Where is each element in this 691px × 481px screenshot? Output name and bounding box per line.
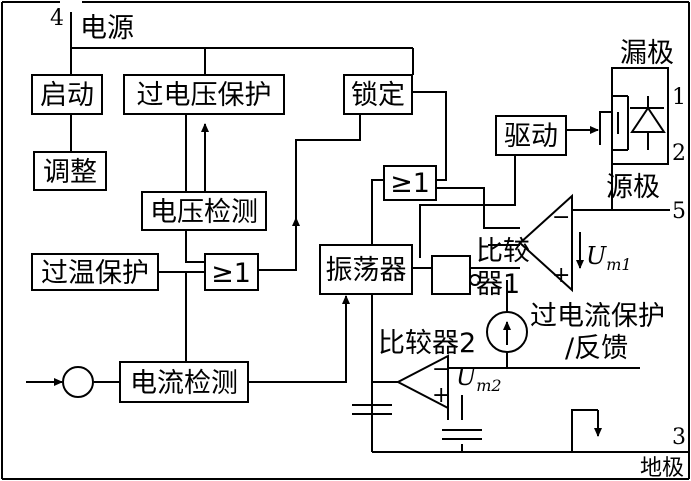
comparator2-opamp: − + xyxy=(395,354,450,410)
pin-ground: 3 xyxy=(672,425,686,450)
pin-source: 5 xyxy=(672,199,686,224)
ground-label: 地极 xyxy=(640,456,684,481)
voltage-detect-label: 电压检测 xyxy=(150,197,258,228)
pin-drain-bottom: 2 xyxy=(672,141,686,166)
pin-drain-top: 1 xyxy=(672,85,686,110)
or-gate-left-label: ≥1 xyxy=(211,258,251,289)
block-over-temp-protect: 过温保护 xyxy=(31,253,159,291)
source-label: 源极 xyxy=(606,172,660,203)
startup-label: 启动 xyxy=(40,80,94,111)
oscillator-label: 振荡器 xyxy=(326,255,407,286)
block-startup: 启动 xyxy=(31,74,103,115)
mosfet-box xyxy=(611,67,669,165)
overvoltage-protect-label: 过电压保护 xyxy=(137,80,272,111)
comparator2-plus: + xyxy=(432,383,450,408)
current-sensor-icon xyxy=(62,366,94,398)
um1-label: Um1 xyxy=(586,242,632,274)
adjust-label: 调整 xyxy=(43,157,97,188)
drive-label: 驱动 xyxy=(504,121,558,152)
or-gate-top: ≥1 xyxy=(383,165,437,201)
or-gate-left: ≥1 xyxy=(204,253,259,291)
current-detect-label: 电流检测 xyxy=(130,368,238,399)
block-drive: 驱动 xyxy=(495,115,567,156)
block-current-detect: 电流检测 xyxy=(119,361,249,403)
comparator1-label-b: 器1 xyxy=(476,269,520,300)
um2-label: Um2 xyxy=(456,363,502,395)
comparator1-opamp: − + xyxy=(518,193,573,293)
pin-power: 4 xyxy=(50,6,64,31)
comparator2-label: 比较器2 xyxy=(378,328,476,359)
power-label: 电源 xyxy=(80,13,134,44)
block-overvoltage-protect: 过电压保护 xyxy=(123,74,285,115)
over-temp-protect-label: 过温保护 xyxy=(41,258,149,289)
comparator2-minus: − xyxy=(432,357,450,382)
capacitor-right xyxy=(442,429,482,440)
block-voltage-detect: 电压检测 xyxy=(141,191,267,231)
or-gate-top-label: ≥1 xyxy=(390,168,430,199)
capacitor-left xyxy=(352,404,392,415)
comparator1-label-a: 比较 xyxy=(476,236,530,267)
comparator1-plus: + xyxy=(552,263,570,288)
block-lock: 锁定 xyxy=(343,74,413,115)
overcurrent-label-a: 过电流保护 xyxy=(530,301,665,332)
drain-label: 漏极 xyxy=(620,38,674,69)
comparator1-minus: − xyxy=(552,205,570,230)
current-source-icon xyxy=(486,311,528,353)
block-adjust: 调整 xyxy=(33,151,107,191)
lock-label: 锁定 xyxy=(351,80,405,111)
overcurrent-label-b: /反馈 xyxy=(565,333,628,364)
block-comparator1-box xyxy=(431,255,481,295)
block-oscillator: 振荡器 xyxy=(319,244,413,295)
